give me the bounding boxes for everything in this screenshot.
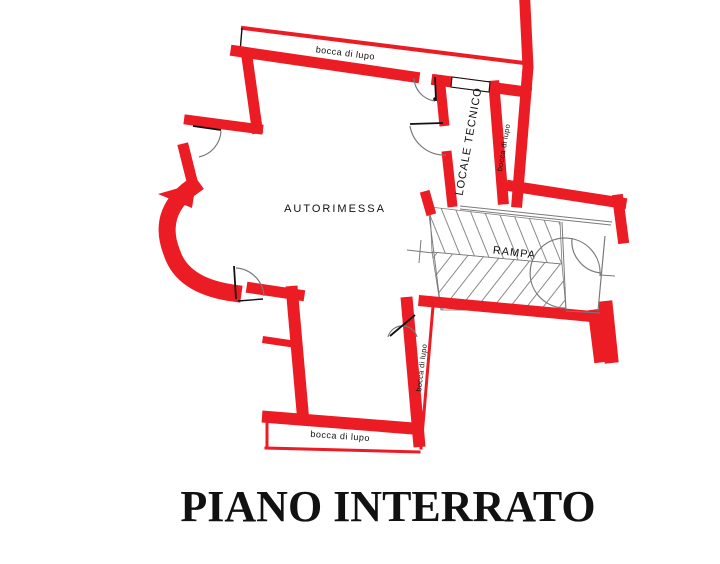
garage-label: AUTORIMESSA bbox=[284, 203, 386, 215]
outer-wall-right bbox=[418, 179, 630, 364]
technical-room-label: LOCALE TECNICO bbox=[454, 86, 485, 196]
ramp: RAMPA bbox=[406, 189, 613, 311]
light-well-bottom-label: bocca di lupo bbox=[310, 429, 370, 443]
double-door-right bbox=[529, 221, 616, 314]
technical-room: LOCALE TECNICO bbox=[434, 75, 509, 208]
technical-room-door-panel bbox=[450, 76, 491, 93]
door-lower-left bbox=[233, 265, 265, 302]
ramp-label: RAMPA bbox=[492, 244, 536, 261]
door-technical-room bbox=[409, 122, 447, 156]
door-top bbox=[413, 76, 437, 102]
light-well-bottom: bocca di lupo bbox=[264, 422, 421, 454]
outer-wall-left bbox=[158, 50, 310, 424]
bottom-walls bbox=[261, 296, 426, 448]
page-title: PIANO INTERRATO bbox=[180, 482, 595, 531]
cross-mark bbox=[406, 239, 434, 264]
door-upper-left bbox=[192, 125, 222, 158]
outer-wall-top-right bbox=[511, 0, 534, 208]
door-bottom bbox=[387, 314, 418, 338]
